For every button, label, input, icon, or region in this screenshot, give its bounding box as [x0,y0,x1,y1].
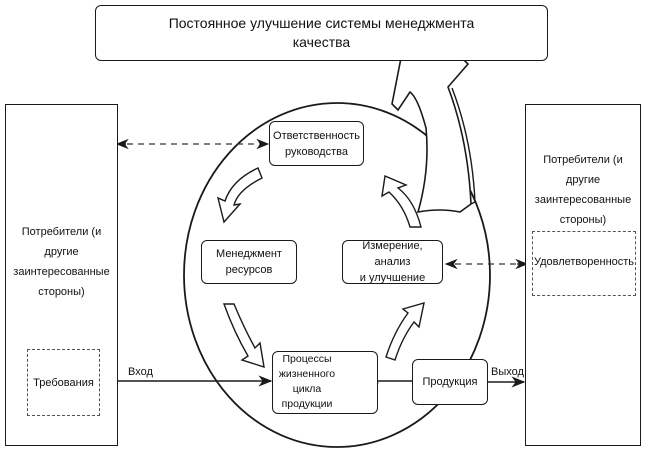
measurement-analysis-box: Измерение, анализ и улучшение [342,240,443,284]
improvement-big-arrow-edge [451,87,476,205]
management-responsibility-line1: Ответственность [273,129,360,142]
measurement-analysis-line2: и улучшение [359,272,426,284]
product-label: Продукция [422,376,478,388]
input-label: Вход [128,366,153,378]
continual-improvement-title-line2: качества [292,34,351,50]
product-realization-line3: цикла [292,383,322,395]
process-cycle-circle [183,102,491,448]
management-responsibility-line2: руководства [285,145,348,158]
resource-management-line1: Менеджмент [216,248,282,260]
continual-improvement-title-line1: Постоянное улучшение системы менеджмента [168,15,475,31]
product-realization-label: Процессы жизненного цикла продукции [272,352,342,412]
left-stakeholders-line3: заинтересованные [13,266,110,278]
requirements-box: Требования [27,349,100,416]
product-realization-line1: Процессы [282,353,332,365]
right-stakeholders-line1: Потребители (и [543,154,623,166]
left-stakeholders-line4: стороны) [38,286,85,298]
resource-management-box: Менеджмент ресурсов [201,240,297,284]
cycle-arrow-bottom-right [385,302,425,361]
satisfaction-label: Удовлетворенность [533,255,635,268]
measurement-analysis-line1: Измерение, анализ [362,240,423,268]
right-stakeholders-line2: другие [565,174,601,186]
resource-management-line2: ресурсов [225,264,273,276]
improvement-big-arrow [391,54,472,214]
cycle-arrow-bottom-left [223,303,265,369]
satisfaction-box: Удовлетворенность [532,231,636,296]
product-box: Продукция [412,359,488,405]
requirements-label: Требования [33,376,94,389]
product-realization-box [272,351,378,414]
cycle-arrow-top-left [216,167,263,224]
right-stakeholders-label: Потребители (и другие заинтересованные с… [525,150,641,230]
left-stakeholders-line1: Потребители (и [21,226,102,238]
continual-improvement-box: Постоянное улучшение системы менеджмента… [95,5,548,61]
output-label: Выход [491,366,524,378]
cycle-arrow-top-right [381,174,422,228]
left-stakeholders-line2: другие [44,246,79,258]
product-realization-line4: продукции [281,398,333,410]
right-stakeholders-line3: заинтересованные [534,194,632,206]
right-stakeholders-line4: стороны) [559,214,607,226]
left-stakeholders-label: Потребители (и другие заинтересованные с… [5,222,118,302]
management-responsibility-box: Ответственность руководства [269,121,364,166]
product-realization-line2: жизненного [278,368,336,380]
